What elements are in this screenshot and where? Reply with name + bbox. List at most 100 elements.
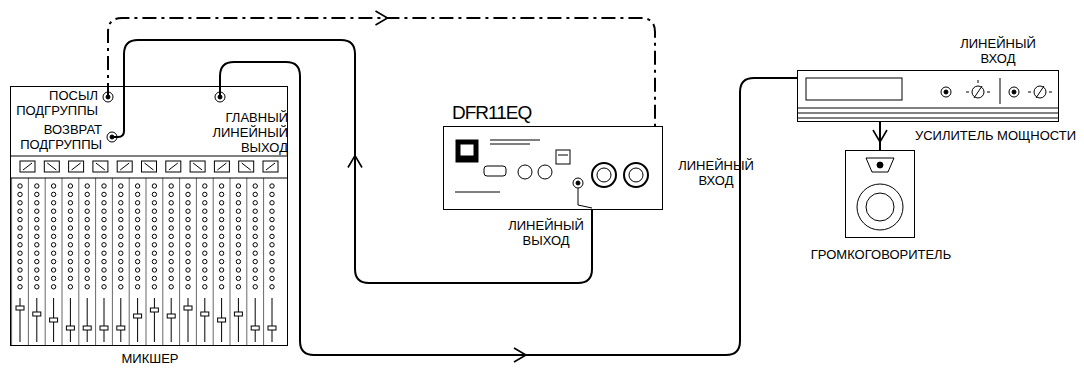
din-connector (518, 165, 532, 179)
channel-knob (219, 217, 223, 221)
db9-connector (484, 166, 506, 176)
channel-knob (236, 268, 240, 272)
strip-button (263, 161, 278, 172)
fader-slot (104, 298, 105, 342)
channel-knob (85, 259, 89, 263)
channel-knob (270, 259, 274, 263)
channel-knob (219, 192, 223, 196)
channel-knob (270, 276, 274, 280)
channel-knob (51, 201, 55, 205)
strip-divider (78, 178, 79, 346)
channel-knob (152, 209, 156, 213)
channel-knob (51, 259, 55, 263)
xlr-connector (624, 163, 648, 187)
channel-knob (85, 209, 89, 213)
channel-knob (18, 243, 22, 247)
channel-knob (152, 217, 156, 221)
channel-knob (236, 285, 240, 289)
channel-knob (119, 251, 123, 255)
channel-knob (119, 217, 123, 221)
strip-button (193, 163, 202, 170)
channel-knob (186, 251, 190, 255)
fader-slot (154, 298, 155, 342)
channel-knob (135, 251, 139, 255)
fader-slot (120, 298, 121, 342)
channel-knob (152, 268, 156, 272)
panel-print (490, 144, 530, 145)
channel-knob (119, 234, 123, 238)
divider (1000, 78, 1001, 104)
channel-knob (35, 201, 39, 205)
output-jack (576, 181, 580, 185)
knob-tick (978, 80, 979, 83)
channel-knob (169, 243, 173, 247)
channel-knob (119, 268, 123, 272)
input-jack (944, 90, 948, 94)
channel-knob (68, 276, 72, 280)
channel-knob (119, 276, 123, 280)
strip-divider (28, 178, 29, 346)
channel-knob (85, 192, 89, 196)
strip-divider (11, 178, 12, 346)
fader-slot (188, 298, 189, 342)
output-jack (573, 178, 583, 188)
panel-print (490, 140, 540, 141)
strip-button (242, 163, 251, 170)
channel-knob (186, 217, 190, 221)
strip-button (47, 163, 56, 170)
channel-knob (68, 268, 72, 272)
channel-knob (186, 234, 190, 238)
channel-knob (119, 285, 123, 289)
channel-knob (102, 243, 106, 247)
strip-divider (263, 178, 264, 346)
cable-line (112, 40, 592, 283)
channel-knob (186, 285, 190, 289)
fader-cap (100, 326, 108, 330)
channel-knob (203, 184, 207, 188)
strip-button (93, 161, 108, 172)
jack-lead (578, 188, 579, 205)
channel-knob (186, 184, 190, 188)
strip-divider (162, 178, 163, 346)
channel-knob (203, 259, 207, 263)
channel-knob (18, 192, 22, 196)
channel-knob (85, 201, 89, 205)
panel-stripe (797, 113, 1059, 114)
strip-divider (112, 178, 113, 346)
channel-knob (203, 268, 207, 272)
channel-knob (219, 234, 223, 238)
xlr-connector (592, 163, 616, 187)
jack-lead (578, 205, 592, 208)
fader-cap (50, 318, 58, 322)
channel-knob (270, 234, 274, 238)
channel-knob (169, 268, 173, 272)
channel-knob (35, 285, 39, 289)
channel-knob (85, 234, 89, 238)
channel-knob (135, 201, 139, 205)
channel-knob (119, 226, 123, 230)
strip-button (239, 161, 254, 172)
channel-knob (152, 226, 156, 230)
channel-knob (51, 226, 55, 230)
cable-line (220, 62, 797, 355)
channel-knob (253, 217, 257, 221)
fader-cap (117, 326, 125, 330)
channel-knob (18, 251, 22, 255)
strip-button (169, 163, 178, 170)
channel-knob (236, 209, 240, 213)
jack (1012, 90, 1016, 94)
channel-knob (186, 209, 190, 213)
signal-cable (108, 11, 655, 126)
channel-knob (152, 251, 156, 255)
channel-knob (253, 201, 257, 205)
channel-knob (186, 201, 190, 205)
switch (558, 155, 568, 156)
channel-knob (253, 268, 257, 272)
channel-knob (169, 251, 173, 255)
channel-knob (169, 259, 173, 263)
channel-knob (68, 201, 72, 205)
jack (1009, 87, 1019, 97)
channel-knob (203, 251, 207, 255)
node-label: МИКШЕР (11, 351, 289, 366)
